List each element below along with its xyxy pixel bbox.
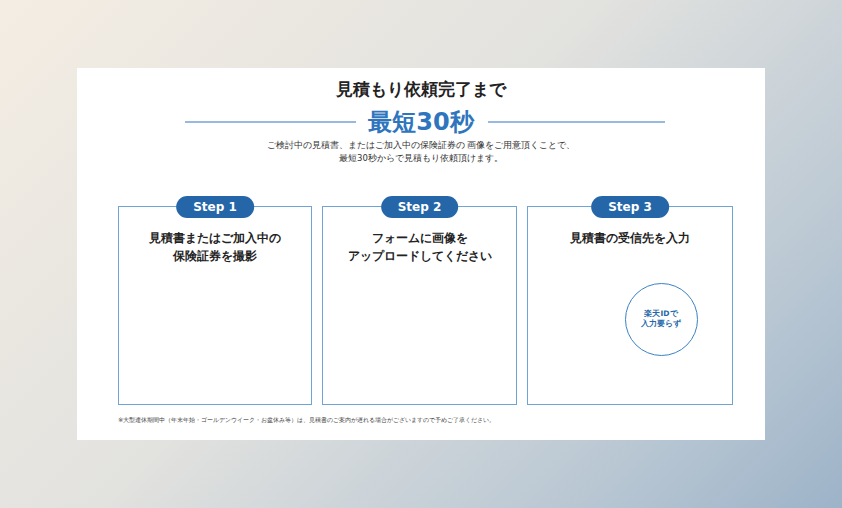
diagram-title: 見積もり依頼完了まで — [221, 78, 621, 100]
step-badge: Step 2 — [381, 196, 459, 218]
step-box: Step 1見積書またはご加入中の 保険証券を撮影 — [118, 206, 312, 405]
step-title: フォームに画像を アップロードしてください — [333, 229, 506, 266]
step-box: Step 3見積書の受信先を入力楽天IDで 入力要らず — [527, 206, 733, 405]
step-badge: Step 1 — [176, 196, 254, 218]
step-box: Step 2フォームに画像を アップロードしてください — [322, 206, 517, 405]
heading-rule — [185, 122, 356, 123]
step-title: 見積書の受信先を入力 — [538, 229, 722, 247]
heading-rule — [488, 122, 665, 123]
highlight-time: 最短30秒 — [321, 106, 521, 138]
footnote: ※大型連休期間中（年末年始・ゴールデンウイーク・お盆休み等）は、見積書のご案内が… — [118, 415, 718, 425]
step-title: 見積書またはご加入中の 保険証券を撮影 — [129, 229, 301, 266]
step-badge: Step 3 — [591, 196, 669, 218]
intro-note: ご検討中の見積書、またはご加入中の保険証券の 画像をご用意頂くことで、最短30秒… — [256, 139, 586, 165]
callout-text: 楽天IDで 入力要らず — [636, 309, 686, 329]
callout-bubble: 楽天IDで 入力要らず — [625, 283, 698, 356]
